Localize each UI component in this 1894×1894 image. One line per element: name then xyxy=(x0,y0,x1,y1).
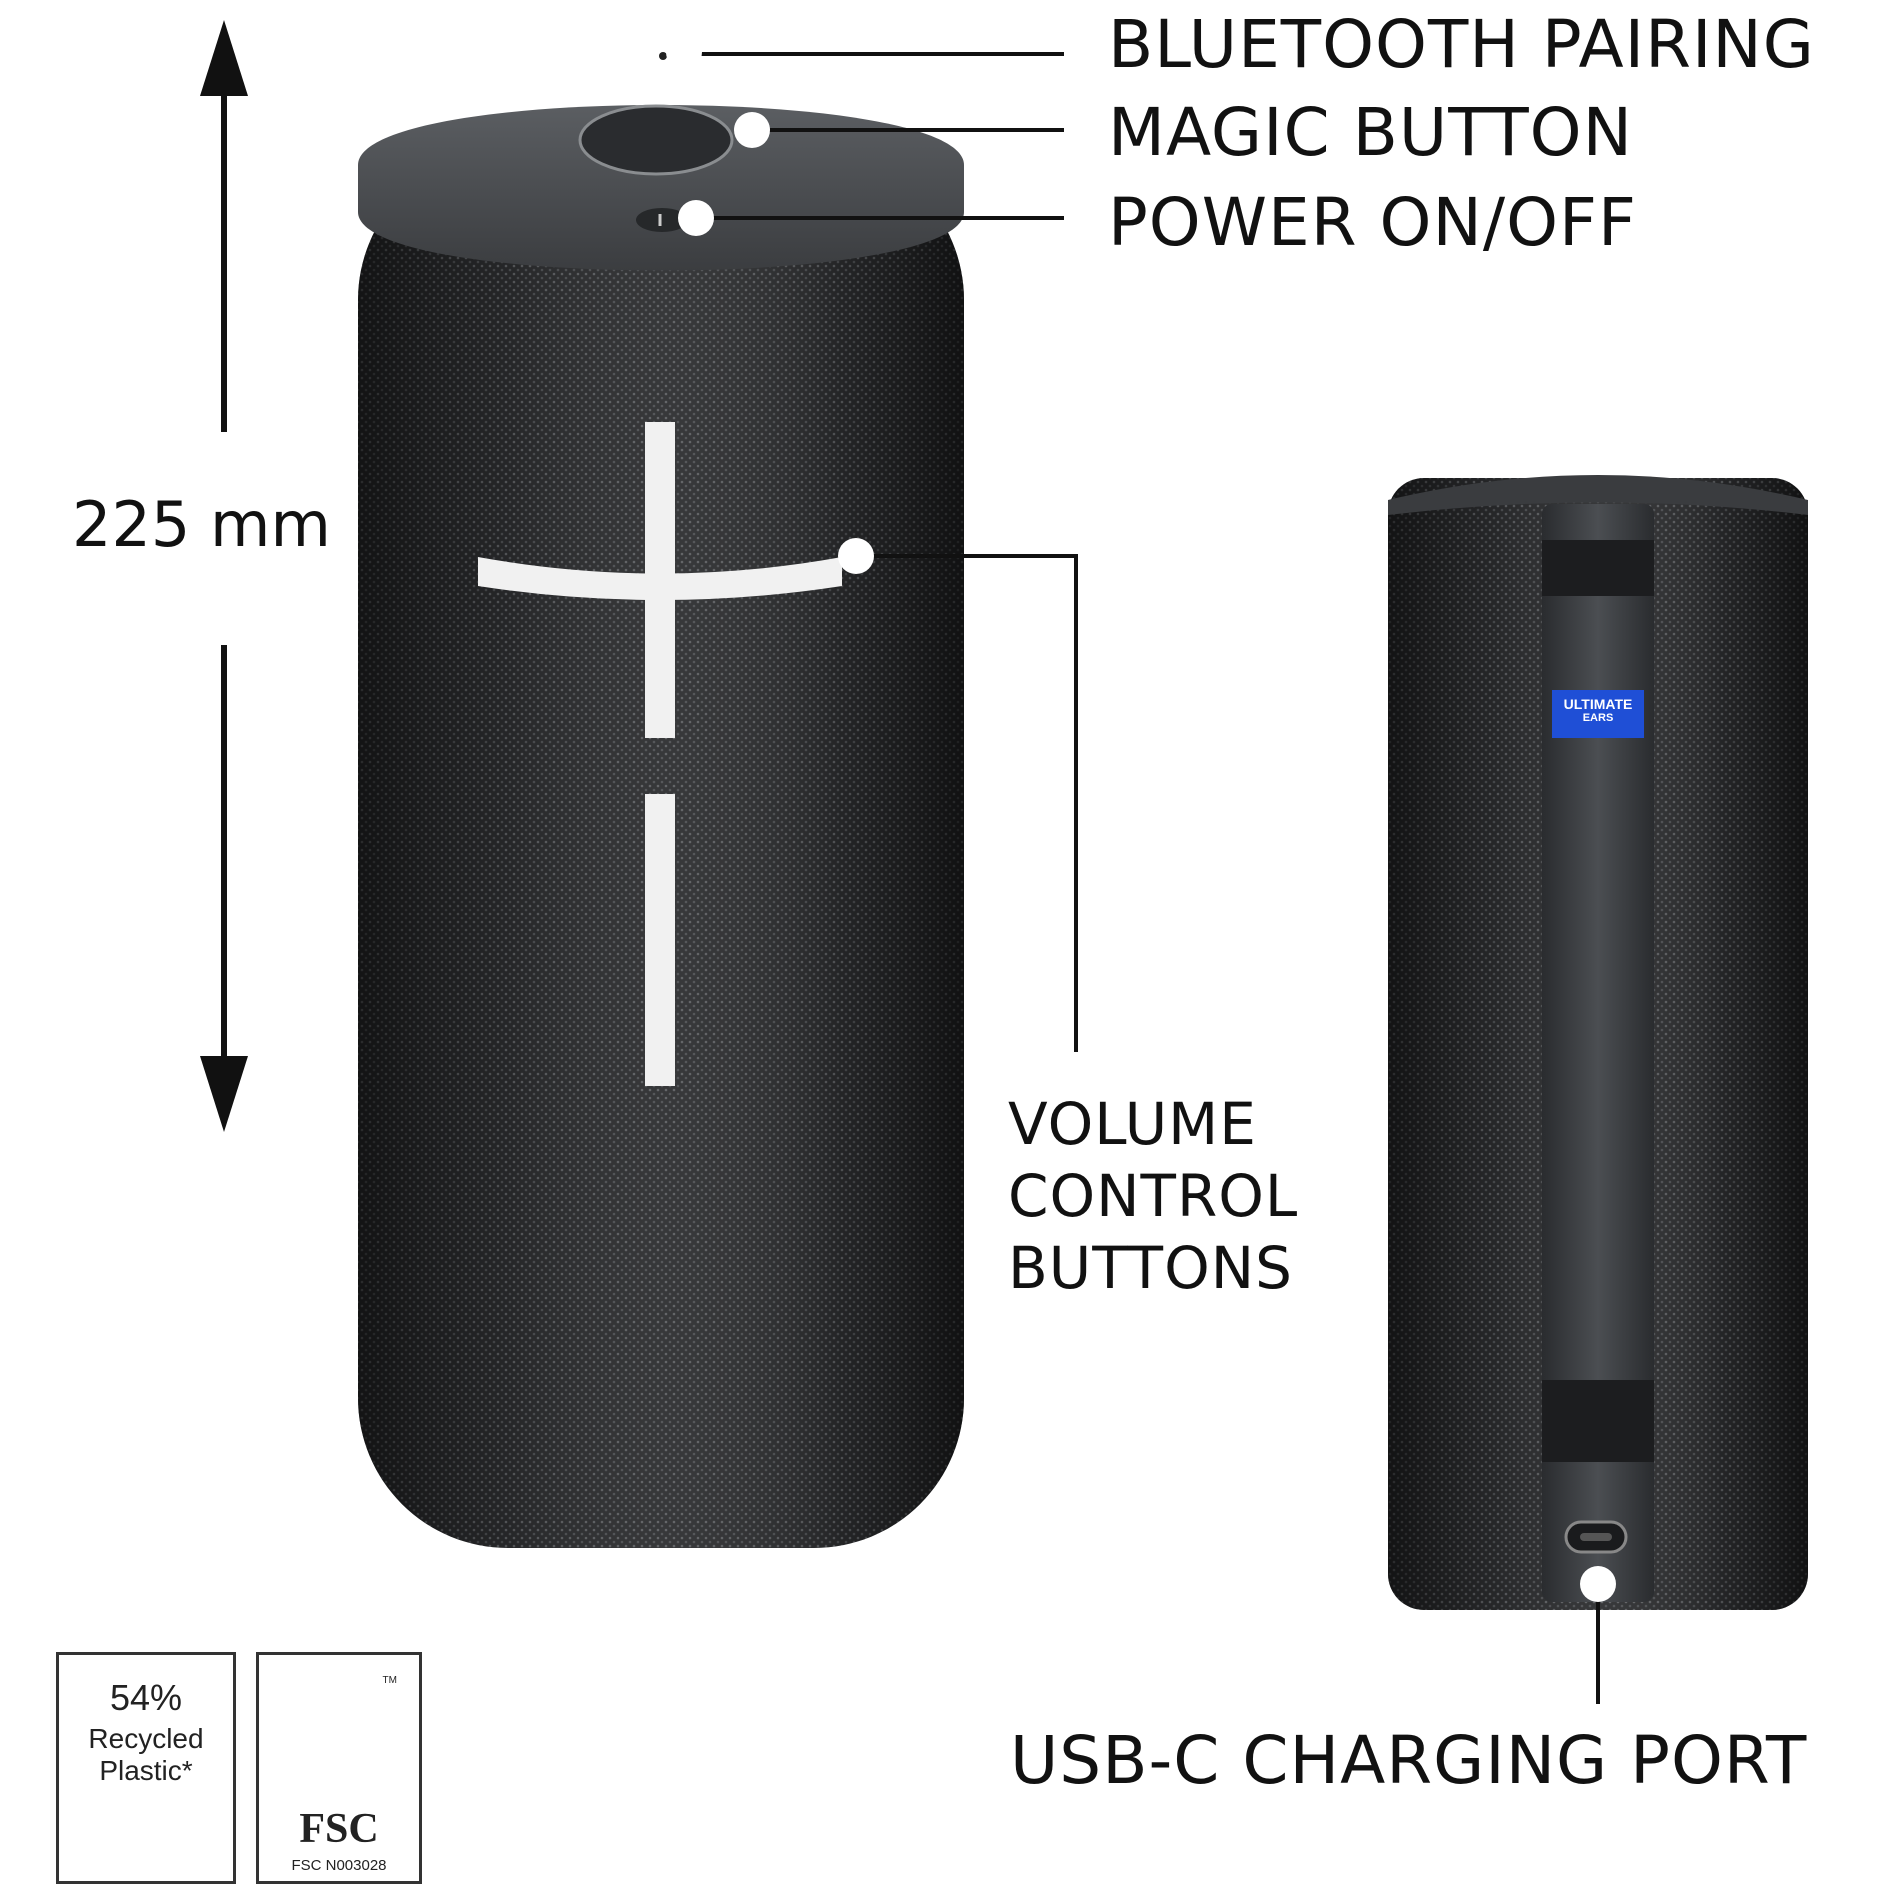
usb-callout-dot xyxy=(1580,1566,1616,1602)
volume-callout-line xyxy=(856,554,1078,1052)
height-dimension-label: 225 mm xyxy=(72,488,331,561)
usb-c-port-slot xyxy=(1580,1533,1612,1541)
strap-loop xyxy=(1542,540,1654,596)
brand-label-line1: ULTIMATE xyxy=(1563,696,1633,712)
fsc-badge: TM FSC FSC N003028 xyxy=(256,1652,422,1884)
recycled-line2: Plastic* xyxy=(99,1755,193,1786)
brand-label: ULTIMATE EARS xyxy=(1552,697,1644,725)
fsc-trademark: TM xyxy=(382,1675,397,1686)
front-speaker-top-cap xyxy=(358,105,964,271)
arrow-up-icon xyxy=(200,20,248,96)
volume-control-label: VOLUME CONTROL BUTTONS xyxy=(1008,1090,1299,1302)
volume-plus-horizontal-icon xyxy=(478,557,842,600)
volume-minus-icon xyxy=(645,794,675,1086)
magic-button-icon xyxy=(578,104,734,176)
bluetooth-button-icon xyxy=(659,52,667,60)
usb-c-label: USB-C CHARGING PORT xyxy=(1010,1722,1808,1799)
back-speaker xyxy=(1388,475,1808,1610)
arrow-down-icon xyxy=(200,1056,248,1132)
recycled-percent: 54% xyxy=(109,1677,183,1718)
power-callout-dot xyxy=(678,200,714,236)
recycled-line1: Recycled xyxy=(88,1723,204,1754)
bluetooth-callout-dot xyxy=(666,34,702,70)
back-speaker-strap xyxy=(1542,504,1654,1602)
recycled-plastic-badge: 54% Recycled Plastic* xyxy=(56,1652,236,1884)
back-speaker-top-rim xyxy=(1388,475,1808,515)
magic-button-label: MAGIC BUTTON xyxy=(1108,94,1633,171)
brand-label-line2: EARS xyxy=(1582,712,1614,724)
power-label: POWER ON/OFF xyxy=(1108,184,1637,261)
front-speaker xyxy=(358,52,964,1548)
strap-bottom-clip xyxy=(1542,1380,1654,1462)
callout-lines xyxy=(666,34,1616,1704)
volume-callout-dot xyxy=(838,538,874,574)
dimension-arrow xyxy=(200,20,248,1132)
brand-label-badge xyxy=(1552,690,1644,738)
bluetooth-pairing-label: BLUETOOTH PAIRING xyxy=(1108,6,1815,83)
magic-callout-dot xyxy=(734,112,770,148)
power-button-icon xyxy=(636,208,688,232)
fsc-code: FSC N003028 xyxy=(291,1857,387,1874)
fsc-word: FSC xyxy=(299,1806,379,1852)
